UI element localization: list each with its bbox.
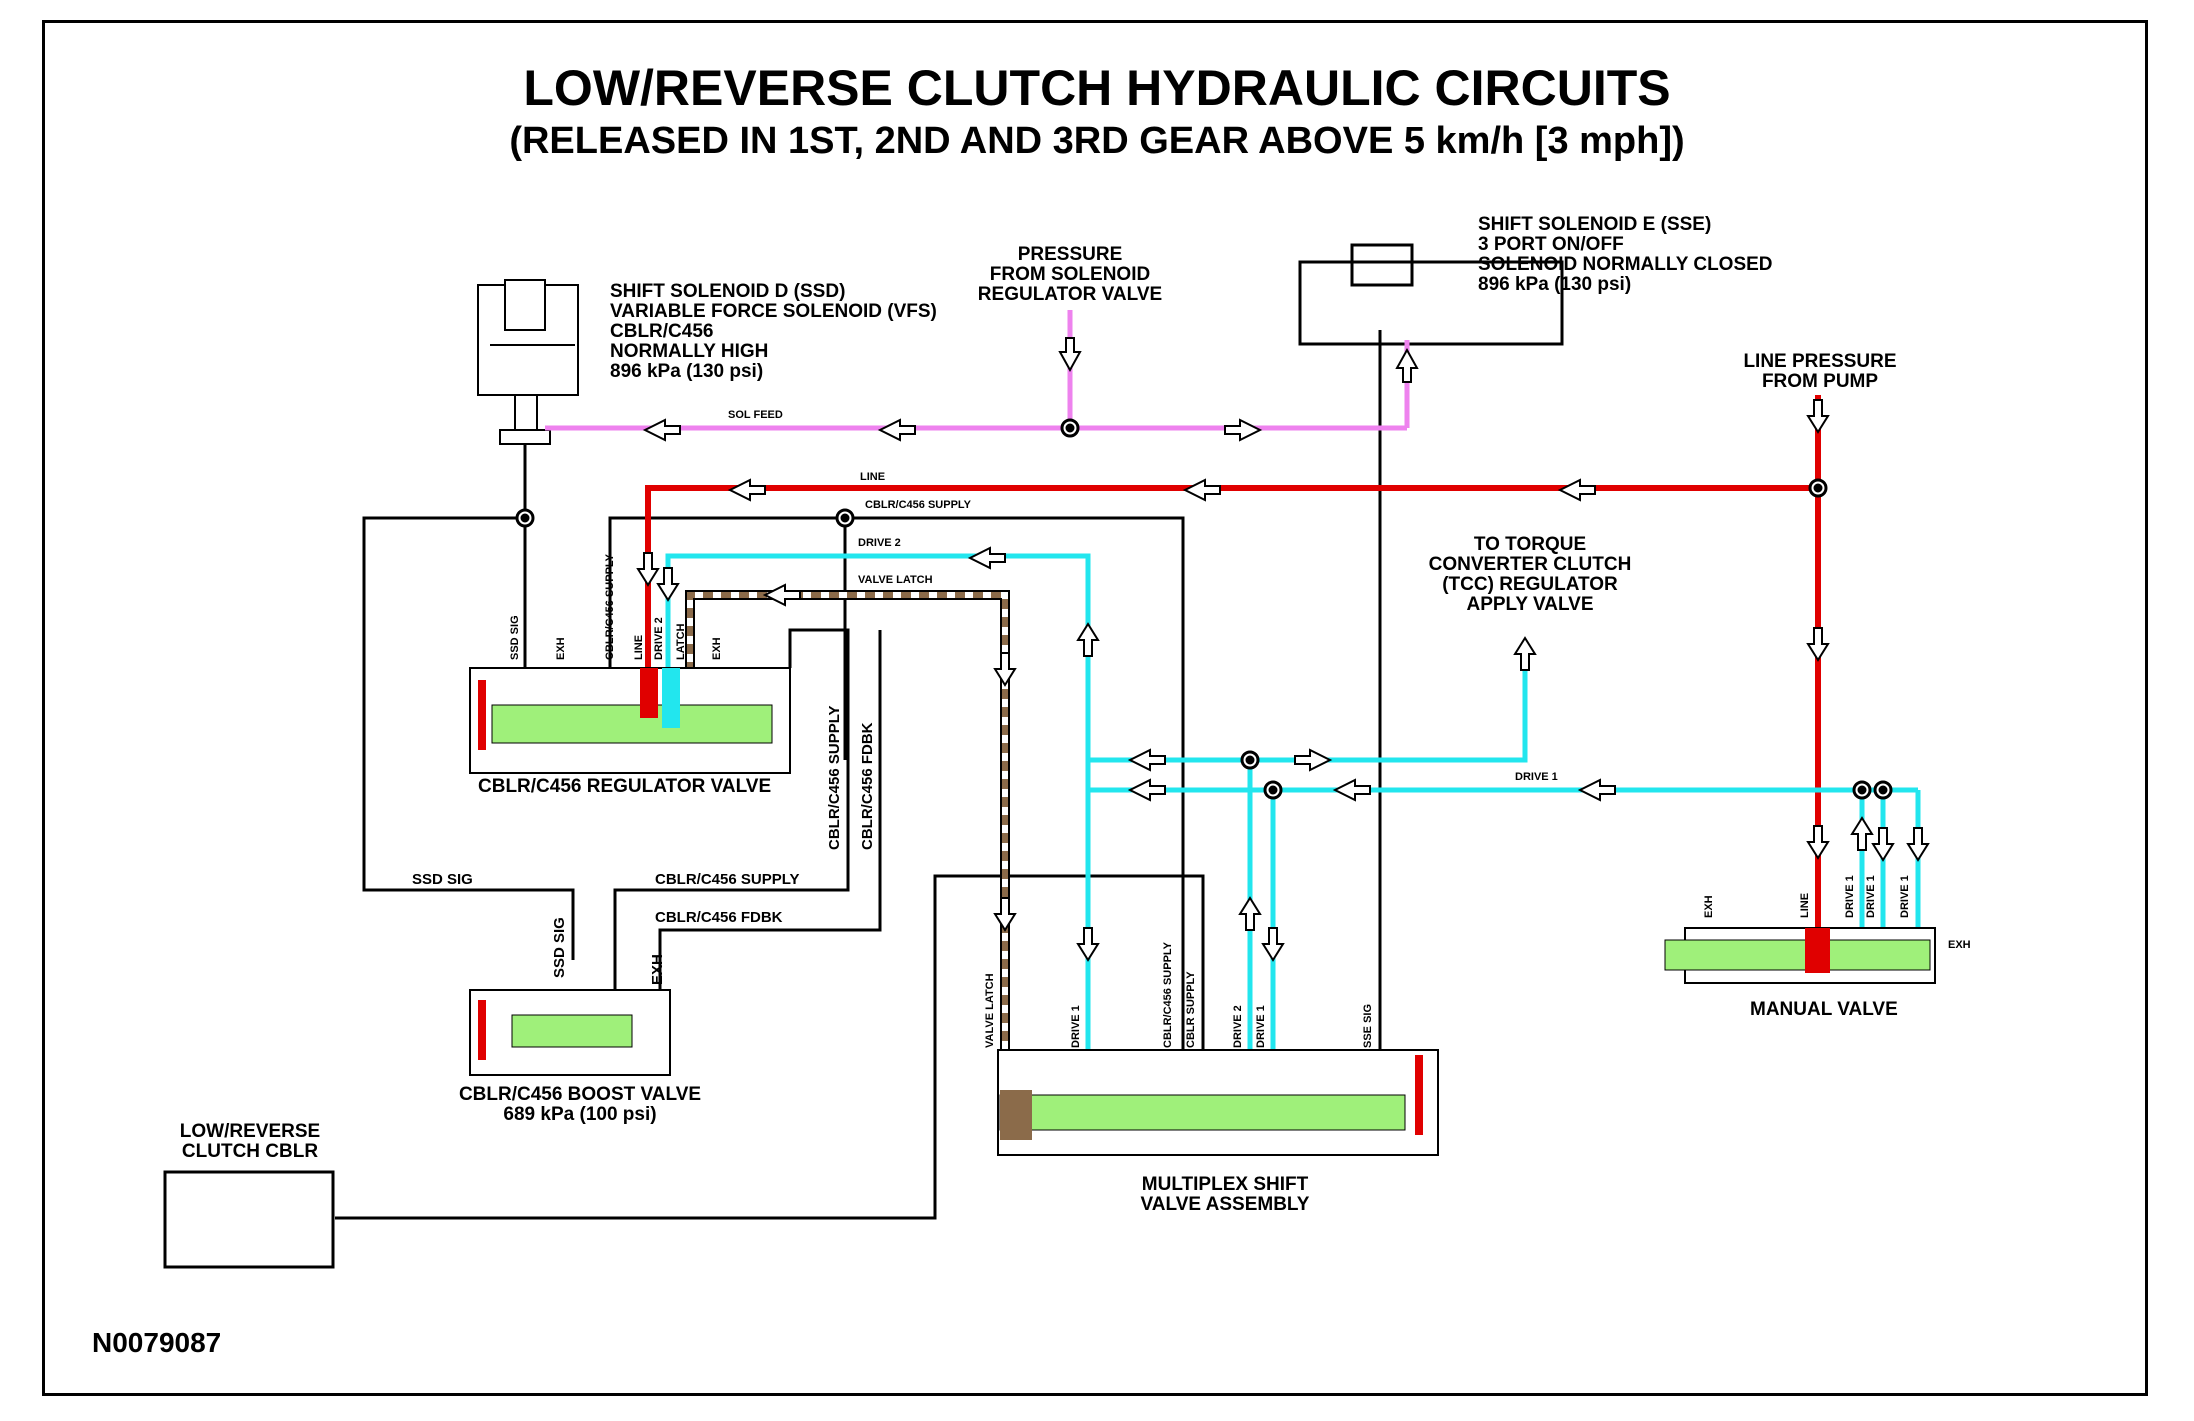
multiplex-valve-body bbox=[997, 1049, 1439, 1156]
port-label: DRIVE 1 bbox=[1070, 1005, 1082, 1048]
junction-dots bbox=[515, 418, 1893, 800]
regulator-valve-label: CBLR/C456 REGULATOR VALVE bbox=[478, 776, 772, 797]
port-label: DRIVE 2 bbox=[1232, 1005, 1244, 1048]
port-label: EXH bbox=[1948, 939, 1971, 951]
circuit-label-cblr-fdbk-vertical: CBLR/C456 FDBK bbox=[859, 722, 876, 850]
port-label: CBLR SUPPLY bbox=[1185, 971, 1197, 1048]
port-label: SSD SIG bbox=[551, 917, 568, 978]
port-label: DRIVE 1 bbox=[1899, 875, 1911, 918]
circuit-label-ssd-sig: SSD SIG bbox=[412, 871, 473, 888]
port-label: VALVE LATCH bbox=[984, 973, 996, 1048]
circuit-label-drive2: DRIVE 2 bbox=[858, 537, 901, 549]
port-label: DRIVE 1 bbox=[1865, 875, 1877, 918]
signal-lines bbox=[163, 243, 1564, 1269]
port-label: EXH bbox=[1703, 895, 1715, 918]
port-label: LATCH bbox=[675, 623, 687, 660]
valve-latch-line bbox=[685, 590, 1010, 1095]
port-label: SSE SIG bbox=[1362, 1003, 1374, 1048]
port-label: LINE bbox=[1799, 892, 1811, 918]
port-label: EXH bbox=[649, 954, 666, 985]
flow-arrows bbox=[636, 337, 1930, 962]
manual-valve-label: MANUAL VALVE bbox=[1750, 999, 1898, 1020]
figure-id: N0079087 bbox=[92, 1327, 222, 1358]
circuit-label-cblr-supply-2: CBLR/C456 SUPPLY bbox=[655, 871, 800, 888]
port-label: CBLR/C456 SUPPLY bbox=[604, 554, 616, 660]
circuit-label-cblr-fdbk: CBLR/C456 FDBK bbox=[655, 909, 783, 926]
port-label: EXH bbox=[711, 637, 723, 660]
circuit-label-cblr-supply-vertical: CBLR/C456 SUPPLY bbox=[826, 705, 843, 851]
circuit-label-sol-feed: SOL FEED bbox=[728, 409, 783, 421]
circuit-label-valve-latch: VALVE LATCH bbox=[858, 574, 933, 586]
port-label: SSD SIG bbox=[509, 615, 521, 660]
circuit-label-line: LINE bbox=[860, 471, 886, 483]
regulator-valve-body bbox=[469, 667, 791, 774]
line-pressure-lines bbox=[645, 395, 1821, 928]
port-label: DRIVE 2 bbox=[653, 617, 665, 660]
diagram-title: LOW/REVERSE CLUTCH HYDRAULIC CIRCUITS bbox=[523, 60, 1671, 116]
port-label: DRIVE 1 bbox=[1844, 875, 1856, 918]
port-label: EXH bbox=[555, 637, 567, 660]
boost-valve-body bbox=[469, 989, 671, 1076]
diagram-frame bbox=[42, 20, 2148, 1396]
diagram-subtitle: (RELEASED IN 1ST, 2ND AND 3RD GEAR ABOVE… bbox=[509, 120, 1685, 162]
drive-lines bbox=[665, 553, 1921, 1095]
circuit-label-drive1: DRIVE 1 bbox=[1515, 771, 1558, 783]
manual-valve-body bbox=[1664, 927, 1936, 984]
port-label: DRIVE 1 bbox=[1255, 1005, 1267, 1048]
port-label: LINE bbox=[633, 634, 645, 660]
ssd-solenoid-body bbox=[477, 279, 579, 445]
circuit-label-cblr-supply: CBLR/C456 SUPPLY bbox=[865, 499, 971, 511]
port-label: CBLR/C456 SUPPLY bbox=[1162, 942, 1174, 1048]
ssd-label: SHIFT SOLENOID D (SSD)VARIABLE FORCE SOL… bbox=[610, 281, 937, 382]
